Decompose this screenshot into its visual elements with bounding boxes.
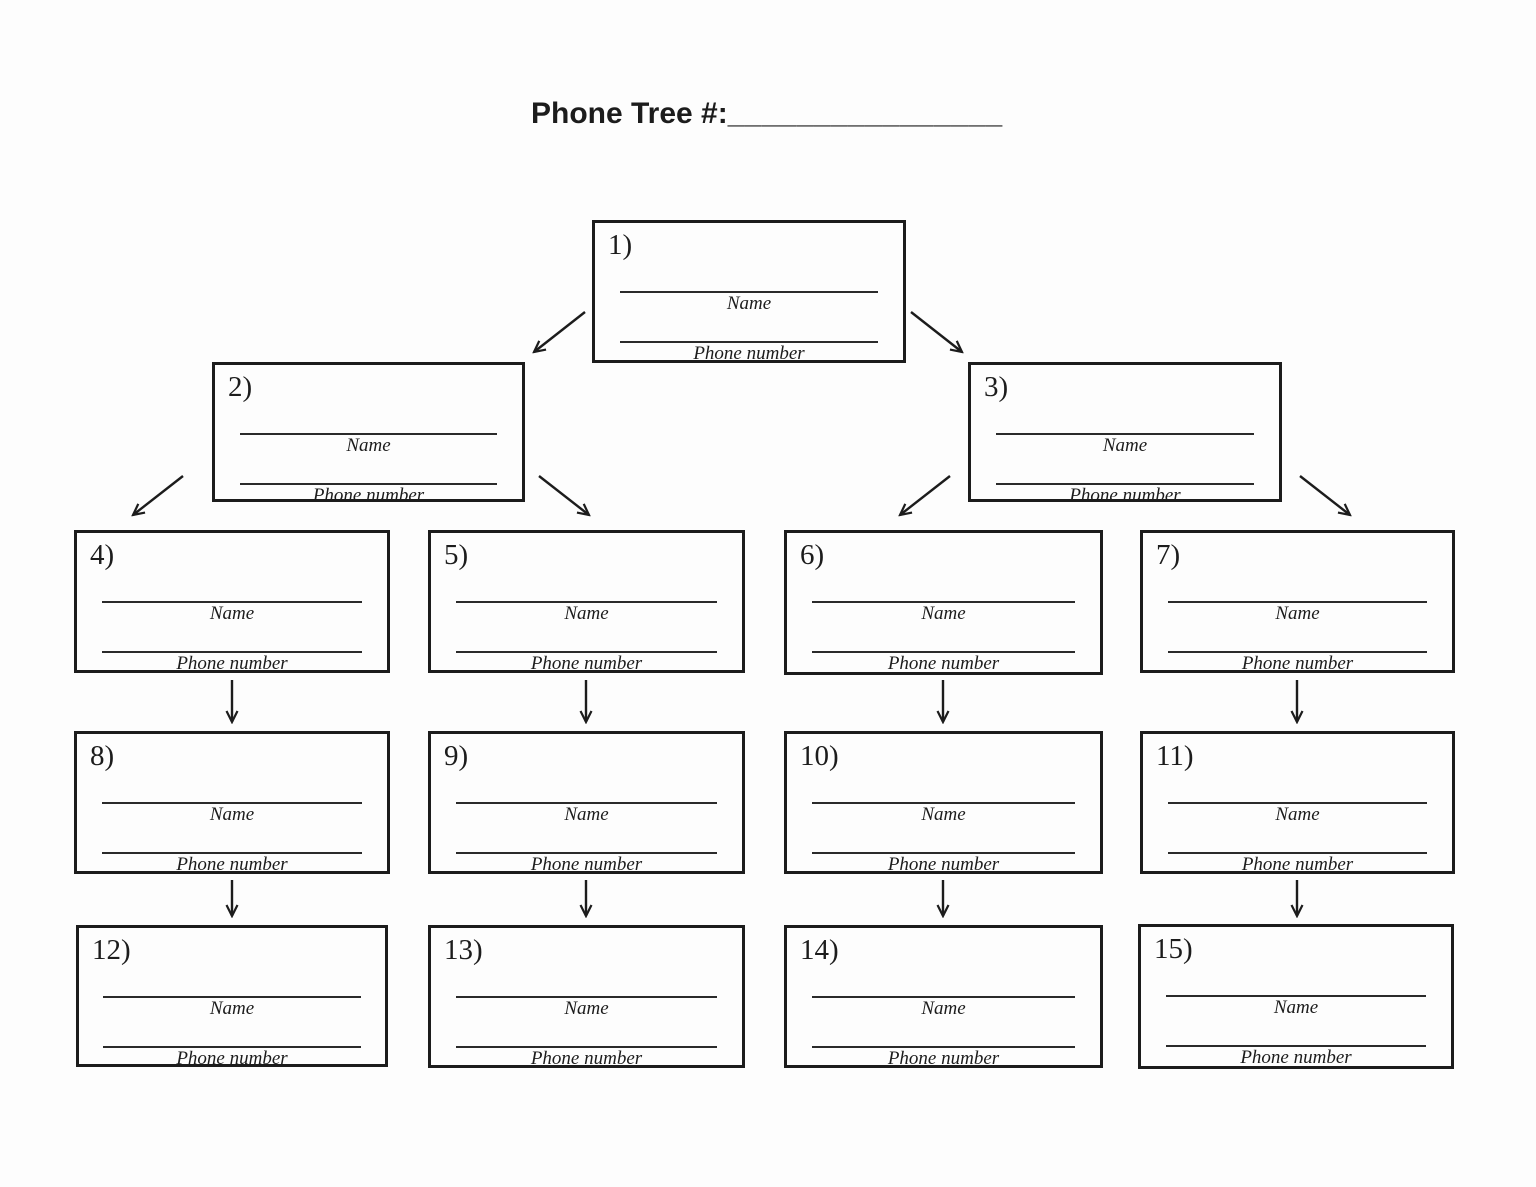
name-label: Name: [209, 603, 255, 624]
phone-field: Phone number: [1167, 651, 1428, 674]
box-number: 10): [800, 740, 839, 772]
name-label: Name: [1275, 603, 1320, 624]
phone-label: Phone number: [176, 1048, 288, 1069]
box-number: 5): [444, 539, 469, 571]
name-field: Name: [812, 802, 1075, 825]
arrow-2-to-4: [133, 475, 184, 515]
phone-label: Phone number: [176, 653, 288, 674]
name-field: Name: [1167, 802, 1428, 825]
box-number: 3): [984, 371, 1009, 403]
name-field: Name: [239, 433, 498, 456]
arrow-2-to-5: [538, 475, 589, 515]
name-field: Name: [812, 601, 1075, 624]
name-label: Name: [564, 998, 609, 1019]
name-label: Name: [209, 804, 255, 825]
phone-field: Phone number: [812, 1046, 1075, 1069]
phone-label: Phone number: [530, 653, 643, 674]
phone-field: Phone number: [1165, 1045, 1427, 1068]
phone-field: Phone number: [455, 852, 718, 875]
arrow-1-to-2: [534, 311, 586, 352]
phone-field: Phone number: [455, 1046, 718, 1069]
name-field: Name: [995, 433, 1255, 456]
tree-box-15: 15) Name Phone number: [1138, 924, 1454, 1069]
phone-label: Phone number: [1241, 854, 1354, 875]
tree-box-11: 11) Name Phone number: [1140, 731, 1455, 875]
name-field: Name: [101, 802, 363, 825]
phone-label: Phone number: [530, 1048, 643, 1069]
tree-box-5: 5) Name Phone number: [428, 530, 745, 674]
tree-box-1: 1) Name Phone number: [592, 220, 906, 364]
phone-field: Phone number: [619, 341, 879, 364]
phone-label: Phone number: [1240, 1047, 1352, 1068]
box-number: 11): [1156, 740, 1194, 772]
phone-label: Phone number: [1069, 485, 1181, 506]
phone-label: Phone number: [1241, 653, 1354, 674]
box-number: 14): [800, 934, 839, 966]
phone-field: Phone number: [995, 483, 1255, 506]
name-field: Name: [455, 802, 718, 825]
box-number: 4): [90, 539, 115, 571]
name-label: Name: [1273, 997, 1319, 1018]
name-label: Name: [346, 435, 391, 456]
name-label: Name: [564, 603, 609, 624]
phone-field: Phone number: [101, 651, 363, 674]
box-number: 2): [228, 371, 253, 403]
page-title: Phone Tree #:________________: [531, 97, 1003, 131]
arrow-3-to-7: [1299, 475, 1350, 515]
phone-label: Phone number: [530, 854, 643, 875]
name-field: Name: [1167, 601, 1428, 624]
phone-field: Phone number: [1167, 852, 1428, 875]
box-number: 7): [1156, 539, 1181, 571]
tree-box-12: 12) Name Phone number: [76, 925, 388, 1069]
name-label: Name: [1275, 804, 1320, 825]
name-field: Name: [101, 601, 363, 624]
name-label: Name: [209, 998, 255, 1019]
phone-label: Phone number: [887, 1048, 1000, 1069]
name-label: Name: [1102, 435, 1148, 456]
phone-field: Phone number: [812, 852, 1075, 875]
tree-box-13: 13) Name Phone number: [428, 925, 745, 1069]
tree-box-6: 6) Name Phone number: [784, 530, 1103, 675]
name-field: Name: [103, 996, 361, 1019]
name-label: Name: [726, 293, 772, 314]
tree-box-14: 14) Name Phone number: [784, 925, 1103, 1069]
page-title-text: Phone Tree #:: [531, 97, 728, 130]
tree-box-9: 9) Name Phone number: [428, 731, 745, 875]
arrow-1-to-3: [910, 311, 962, 352]
tree-box-10: 10) Name Phone number: [784, 731, 1103, 875]
title-blank-line: ________________: [727, 97, 1003, 130]
phone-label: Phone number: [887, 653, 1000, 674]
phone-label: Phone number: [312, 485, 425, 506]
phone-field: Phone number: [239, 483, 498, 506]
name-field: Name: [455, 601, 718, 624]
phone-label: Phone number: [693, 343, 805, 364]
tree-box-4: 4) Name Phone number: [74, 530, 390, 674]
box-number: 12): [92, 934, 131, 966]
tree-box-2: 2) Name Phone number: [212, 362, 525, 506]
box-number: 1): [608, 229, 633, 261]
name-label: Name: [921, 998, 966, 1019]
name-field: Name: [619, 291, 879, 314]
name-field: Name: [455, 996, 718, 1019]
name-field: Name: [1165, 995, 1427, 1018]
name-field: Name: [812, 996, 1075, 1019]
tree-box-8: 8) Name Phone number: [74, 731, 390, 875]
box-number: 6): [800, 539, 825, 571]
box-number: 15): [1154, 933, 1193, 965]
phone-field: Phone number: [455, 651, 718, 674]
tree-box-3: 3) Name Phone number: [968, 362, 1282, 506]
phone-field: Phone number: [101, 852, 363, 875]
box-number: 9): [444, 740, 469, 772]
name-label: Name: [921, 603, 966, 624]
phone-label: Phone number: [887, 854, 1000, 875]
box-number: 8): [90, 740, 115, 772]
name-label: Name: [564, 804, 609, 825]
phone-field: Phone number: [812, 651, 1075, 674]
box-number: 13): [444, 934, 483, 966]
name-label: Name: [921, 804, 966, 825]
phone-label: Phone number: [176, 854, 288, 875]
tree-box-7: 7) Name Phone number: [1140, 530, 1455, 674]
arrow-3-to-6: [900, 475, 951, 515]
phone-field: Phone number: [103, 1046, 361, 1069]
